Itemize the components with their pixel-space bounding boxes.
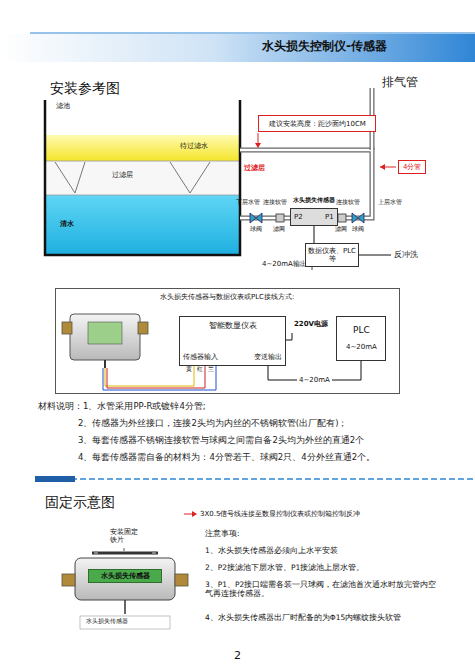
text-label: 安装参考图 [50, 80, 120, 96]
callout-box: 4分管 [398, 160, 426, 174]
text-label: 注意事项: [205, 530, 240, 539]
text-label: 球阀 [352, 226, 364, 233]
node-text: 水头损失传感器 [293, 197, 335, 204]
node-text: P1 [325, 213, 334, 221]
text-label: 滤网 [273, 226, 285, 233]
text-label: 安装固定铁片 [110, 528, 140, 544]
wiring-figure [62, 314, 292, 390]
text-label: 2、传感器为外丝接口，连接2头均为内丝的不锈钢软管(出厂配有)； [78, 419, 347, 429]
text-label: 连接软管 [336, 199, 360, 206]
text-label: 球阀 [250, 226, 262, 233]
text-label: 过滤层 [244, 164, 265, 172]
connector-label: 4~20mA [297, 376, 332, 384]
node-text: 变送输出 [254, 353, 282, 361]
text-label: 3、每套传感器不锈钢连接软管与球阀之间需自备2头均为外丝的直通2个 [78, 436, 364, 446]
text-label: 3、P1、P2接口端需各装一只球阀，在滤池首次通水时放完管内空气再连接传感器。 [205, 581, 437, 598]
node-text: 水头损失传感器与数据仪表或PLC接线方式: [160, 293, 294, 301]
text-label: 滤网 [335, 226, 347, 233]
text-label: 滤池 [56, 102, 70, 110]
text-label: 固定示意图 [45, 494, 115, 510]
sensor-label: 水头损失传感器 [88, 569, 162, 583]
text-label: 下层水管 [236, 199, 260, 206]
node-text: PLC [353, 325, 370, 335]
pipes [240, 88, 396, 270]
page-title: 水头损失控制仪-传感器 [262, 40, 387, 54]
filter-tank [45, 100, 240, 255]
node-text: 智能数显仪表 [209, 321, 257, 330]
node-text: P2 [294, 213, 303, 221]
text-label: 红 [197, 366, 203, 373]
node-text: 水头损失传感器 [101, 572, 150, 580]
display-meter-box: 智能数显仪表传感器输入 变送输出 [179, 316, 286, 366]
node-text: 4~20mA [346, 343, 377, 351]
text-label: 连接软管 [263, 199, 287, 206]
node-text: 传感器输入 [183, 353, 218, 361]
node-text: 4分管 [403, 163, 421, 171]
text-label: 排气管 [382, 76, 418, 90]
text-label: 4、水头损失传感器出厂时配备的为Φ15内螺纹接头软管 [205, 614, 401, 623]
text-label: 兰 [208, 366, 214, 373]
text-label: 过滤层 [112, 171, 133, 179]
header-band [0, 33, 475, 62]
text-label: 220V电源 [294, 320, 328, 328]
wiring-panel: 水头损失传感器与数据仪表或PLC接线方式: 智能数显仪表传感器输入 变送输出 PLC 4… [55, 288, 400, 394]
text-label: 1、水头损失传感器必须向上水平安装 [205, 547, 338, 556]
text-label: 反冲洗 [394, 250, 418, 259]
text-label: 黄 [186, 366, 192, 373]
callout-box: 建议安装高度：距沙面约10CM [258, 115, 376, 132]
text-label: 待过滤水 [180, 142, 208, 150]
text-label: 4、每套传感器需自备的材料为：4分管若干、球阀2只、4分外丝直通2个。 [78, 453, 375, 463]
text-label: 材料说明：1、水管采用PP-R或镀锌4分管; [38, 402, 206, 412]
text-label: 水头损失传感器 [86, 618, 128, 625]
sensor-box: 水头损失传感器P2P1 [290, 208, 338, 226]
node-text: 建议安装高度：距沙面约10CM [269, 120, 366, 128]
text-label: 2 [234, 650, 241, 663]
text-label: 3X0.5信号线连接至数显控制仪表或控制箱控制反冲 [200, 510, 360, 518]
node-text: 数据仪表、PLC等 [308, 247, 356, 263]
text-label: 上层水管 [378, 199, 402, 206]
text-label: 4~20mA输出 [262, 260, 307, 268]
text-label: 2、P2接滤池下层水管、P1接滤池上层水管。 [205, 564, 364, 573]
meter-box: 数据仪表、PLC等 [305, 243, 359, 267]
text-label: 清水 [60, 220, 74, 228]
plc-box: PLC 4~20mA [336, 316, 386, 361]
connector [314, 226, 315, 243]
fixing-figure [62, 548, 188, 629]
